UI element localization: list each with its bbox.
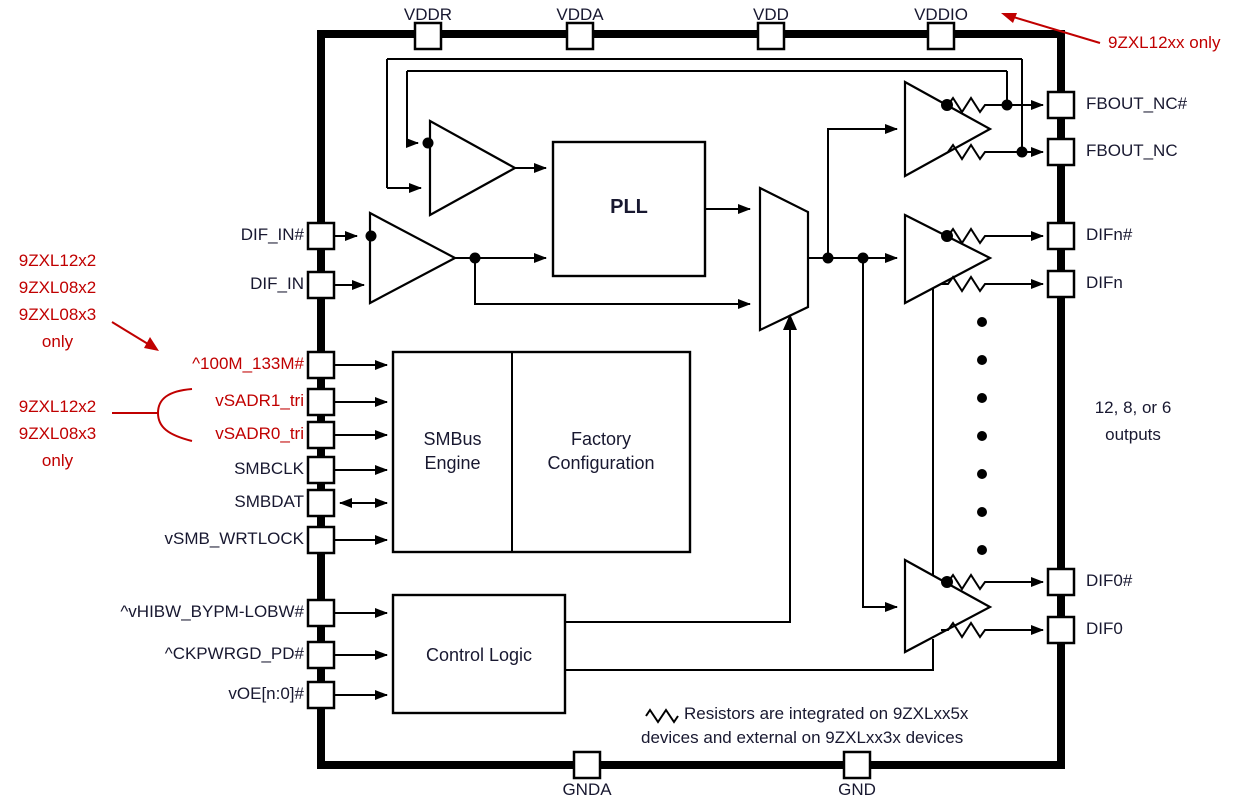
pin-smb-wrtlock <box>306 525 336 555</box>
dif-input-buffer <box>368 211 458 305</box>
pin-oe <box>306 680 336 710</box>
pin-vddr <box>413 21 443 51</box>
pin-label-vddio: VDDIO <box>914 5 968 24</box>
pll-label: PLL <box>610 196 648 218</box>
pin-label-vdd: VDD <box>753 5 789 24</box>
pin-label-gnd: GND <box>838 780 876 799</box>
output-resistors <box>941 96 1044 639</box>
signal-lines <box>334 124 934 700</box>
pin-label-sadr0: vSADR0_tri <box>215 424 304 443</box>
resistor-symbol-icon <box>645 708 679 724</box>
mux-select-arrowhead <box>783 314 797 330</box>
smbus-factory-block <box>391 350 692 554</box>
pin-label-dif-in: DIF_IN <box>250 274 304 293</box>
pin-sadr0 <box>306 420 336 450</box>
pin-fbout-nc-n <box>1046 90 1076 120</box>
pins <box>306 21 1076 780</box>
pin-difn-n <box>1046 221 1076 251</box>
feedback-input-buffer <box>428 119 518 217</box>
pin-label-sadr1: vSADR1_tri <box>215 391 304 410</box>
pin-sadr1 <box>306 387 336 417</box>
pin-100m-133m <box>306 350 336 380</box>
pin-label-oe: vOE[n:0]# <box>228 684 304 703</box>
pin-label-hibw: ^vHIBW_BYPM-LOBW# <box>120 602 304 621</box>
pin-dif-in <box>306 270 336 300</box>
vddio-only-note: 9ZXL12xx only <box>1108 33 1221 52</box>
dif0-buffer <box>903 558 993 654</box>
control-logic-label: Control Logic <box>425 645 533 665</box>
outputs-count-note: 12, 8, or 6 outputs <box>1094 398 1172 444</box>
pll-block <box>551 140 707 278</box>
smbus-engine-label: SMBus Engine <box>423 429 482 473</box>
m100-only-note: 9ZXL12x2 9ZXL08x2 9ZXL08x3 only <box>18 251 97 351</box>
pin-dif0 <box>1046 615 1076 645</box>
pin-label-dif0-n: DIF0# <box>1086 571 1133 590</box>
pin-label-smb-wrtlock: vSMB_WRTLOCK <box>164 529 305 548</box>
pin-label-fbout-nc-n: FBOUT_NC# <box>1086 94 1188 113</box>
sadr-only-note: 9ZXL12x2 9ZXL08x3 only <box>18 397 97 470</box>
pin-label-vddr: VDDR <box>403 5 453 24</box>
pin-hibw <box>306 598 336 628</box>
pin-label-dif-in-n: DIF_IN# <box>240 225 304 244</box>
pin-ckpwrgd <box>306 640 336 670</box>
fbout-buffer <box>903 80 993 178</box>
factory-configuration-label: Factory Configuration <box>547 429 655 473</box>
pin-label-smbclk: SMBCLK <box>234 459 304 478</box>
resistor-note-line2: devices and external on 9ZXLxx3x devices <box>641 728 964 747</box>
control-logic-block <box>391 593 567 715</box>
pin-label-vdda: VDDA <box>556 5 604 24</box>
mux <box>758 186 810 332</box>
junction-dots <box>365 99 1028 588</box>
pin-label-difn-n: DIFn# <box>1086 225 1133 244</box>
pin-gnda <box>572 750 602 780</box>
pin-smbclk <box>306 455 336 485</box>
pin-label-fbout-nc: FBOUT_NC <box>1086 141 1178 160</box>
pin-label-smbdat: SMBDAT <box>234 492 304 511</box>
pin-fbout-nc <box>1046 137 1076 167</box>
feedback-routing <box>386 58 1023 193</box>
pin-label-difn: DIFn <box>1086 273 1123 292</box>
pin-gnd <box>842 750 872 780</box>
red-annotation-lines <box>111 15 1101 442</box>
pin-difn <box>1046 269 1076 299</box>
pin-dif-in-n <box>306 221 336 251</box>
resistor-note-line1: Resistors are integrated on 9ZXLxx5x <box>684 704 969 723</box>
outputs-ellipsis-dots <box>977 317 987 555</box>
pin-smbdat <box>306 488 336 518</box>
pin-vdd <box>756 21 786 51</box>
pin-label-100m-133m: ^100M_133M# <box>192 354 304 373</box>
pin-label-gnda: GNDA <box>562 780 612 799</box>
pin-dif0-n <box>1046 567 1076 597</box>
red-brace <box>156 388 193 442</box>
red-arrowheads <box>144 13 1017 351</box>
pin-label-ckpwrgd: ^CKPWRGD_PD# <box>164 644 304 663</box>
pin-label-dif0: DIF0 <box>1086 619 1123 638</box>
pin-vdda <box>565 21 595 51</box>
difn-buffer <box>903 213 993 305</box>
pin-vddio <box>926 21 956 51</box>
